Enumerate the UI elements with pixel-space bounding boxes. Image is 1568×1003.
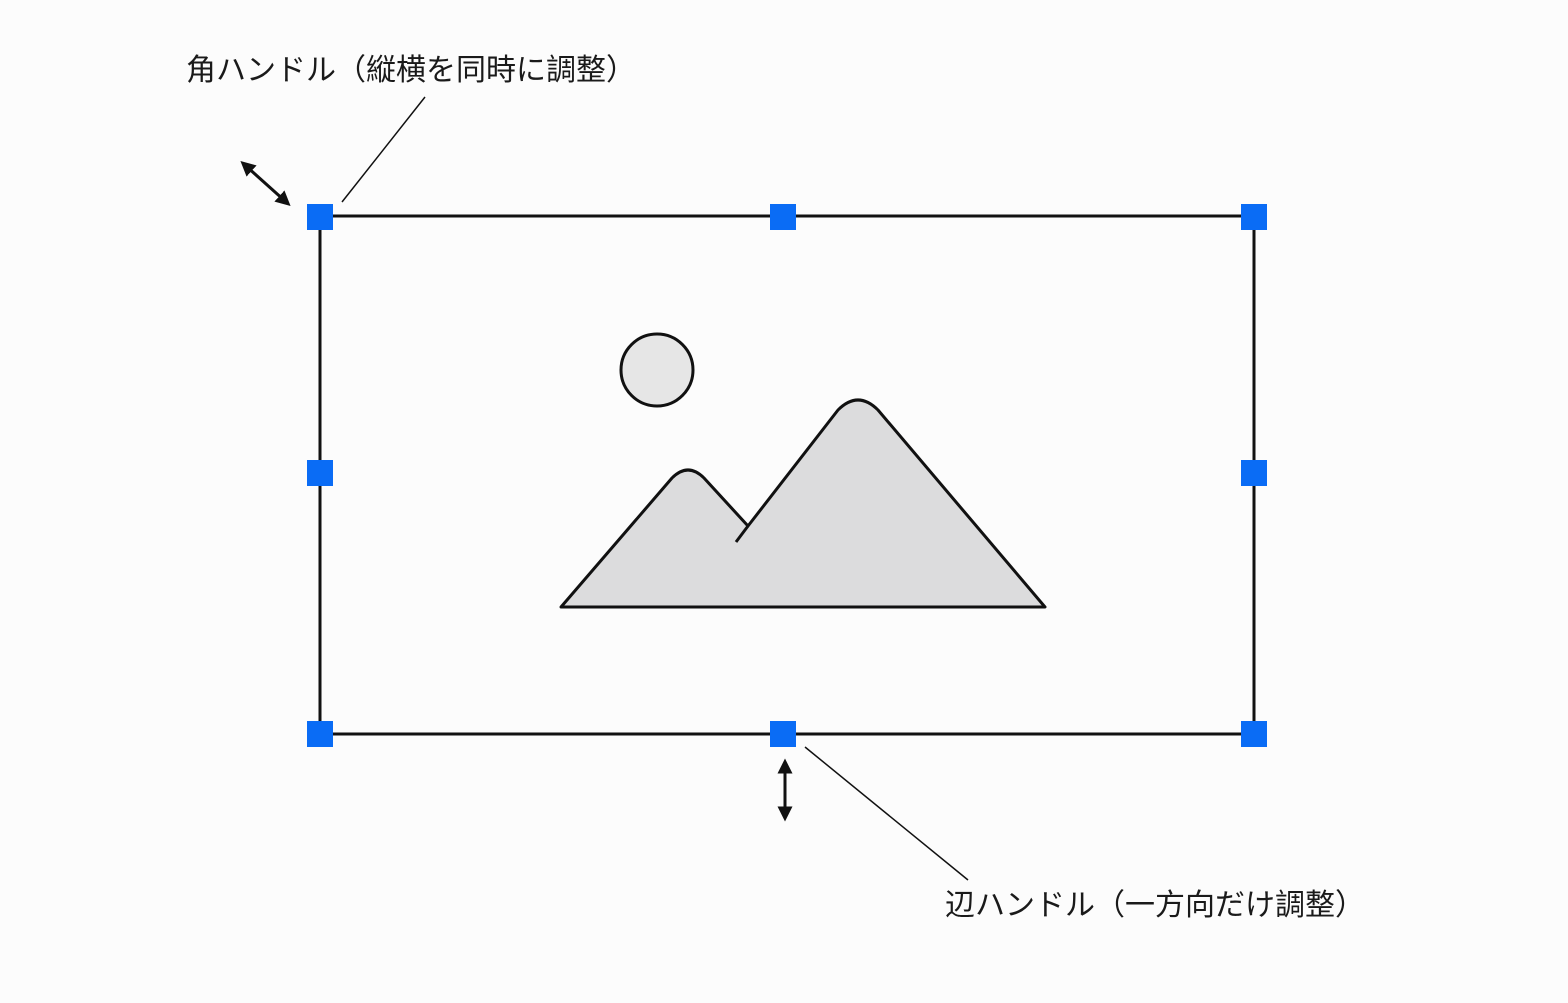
edge-handle-leader-line — [804, 746, 969, 881]
edge-handle-callout-label: 辺ハンドル（一方向だけ調整） — [945, 888, 1365, 923]
corner-handle-top-left[interactable] — [307, 204, 333, 230]
sun-shape — [619, 332, 695, 408]
mountain-ridge-line — [734, 525, 750, 543]
corner-handle-bottom-right[interactable] — [1241, 721, 1267, 747]
corner-handle-callout-label: 角ハンドル（縦横を同時に調整） — [186, 53, 636, 88]
edge-handle-bottom[interactable] — [770, 721, 796, 747]
image-placeholder-icon — [559, 332, 1047, 609]
diagonal-resize-arrow-icon — [240, 160, 291, 207]
edge-handle-left[interactable] — [307, 460, 333, 486]
corner-handle-top-right[interactable] — [1241, 204, 1267, 230]
edge-handle-right[interactable] — [1241, 460, 1267, 486]
mountain-shape — [559, 398, 1047, 609]
corner-handle-bottom-left[interactable] — [307, 721, 333, 747]
edge-handle-top[interactable] — [770, 204, 796, 230]
corner-handle-leader-line — [341, 96, 426, 203]
